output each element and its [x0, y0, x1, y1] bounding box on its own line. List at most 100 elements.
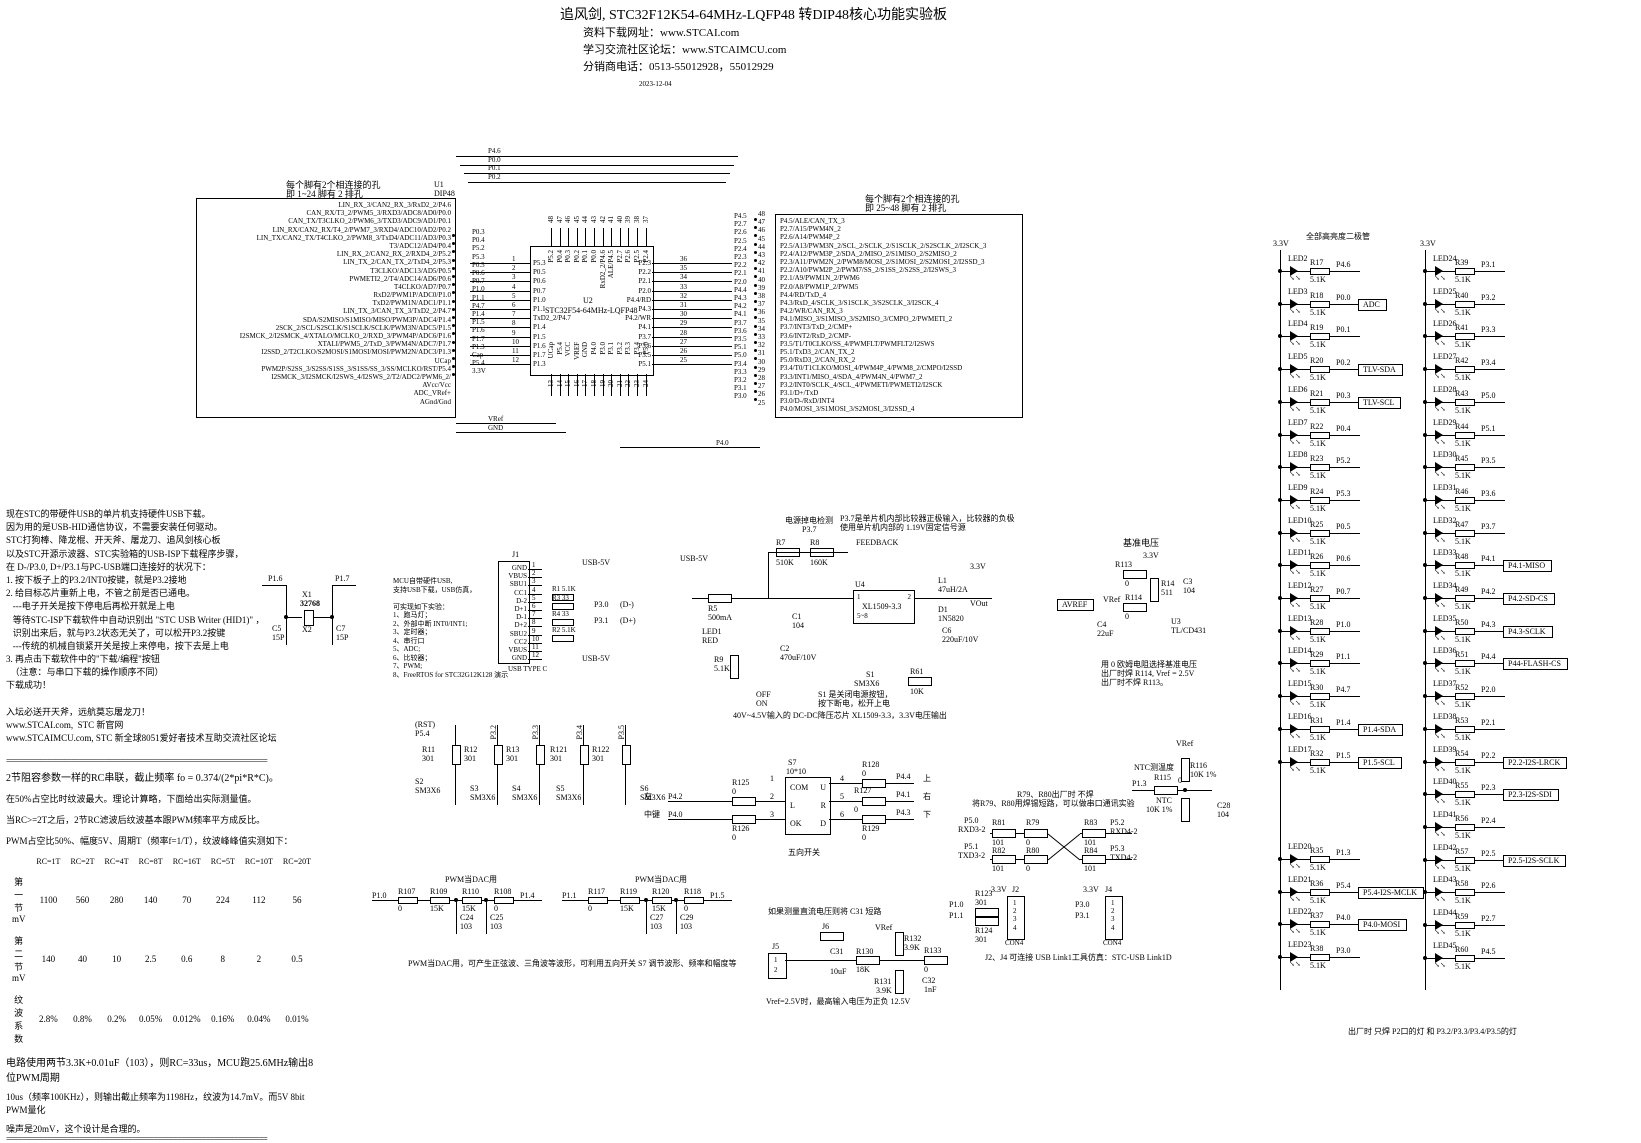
button-type[interactable]: SM3X6 [556, 793, 582, 802]
junction-dot [754, 291, 757, 295]
led-emission-icon: ↘↘ [1434, 797, 1446, 806]
led-emission-icon: ↘↘ [1289, 862, 1301, 870]
button-type[interactable]: SM3X6 [470, 793, 496, 802]
net-wire [460, 164, 734, 166]
net-label: P2.0 [734, 277, 747, 286]
net-label: P0.6 [472, 269, 485, 277]
button-resistor-value: 301 [464, 754, 476, 763]
led-icon [1290, 919, 1298, 930]
u2-pin-label: P2.3 [638, 259, 651, 267]
resistor [1310, 627, 1330, 635]
resistor-value: 5.1K [1310, 569, 1326, 579]
u1-pin-label: P3.2/INT0/SCLK_4/SCL_4/PWMETI/PWMETI2/I2… [780, 380, 943, 389]
led-icon [1435, 625, 1443, 636]
pin-r: R [820, 801, 826, 810]
junction-dot [452, 357, 455, 360]
button-type[interactable]: SM3X6 [415, 786, 441, 795]
net-tag: P44-FLASH-CS [1503, 658, 1568, 671]
led-emission-icon: ↘↘ [1289, 927, 1301, 936]
five-way-switch[interactable]: COM L OK U R D [785, 777, 831, 835]
dac-resistor-value: 15K [430, 904, 444, 913]
resistor [1310, 725, 1330, 733]
instruction-line: 因为用的是USB-HID通信协议，不需要安装任何驱动。 [6, 522, 223, 533]
r14-ref: R14 [1161, 579, 1175, 588]
led-icon [1290, 266, 1298, 276]
u1-pin-label: CAN_RX/T3_2/PWM5_3/RXD3/ADC8/AD0/P0.0 [306, 209, 451, 218]
led-icon [1435, 364, 1443, 375]
net-label: P1.3 [1336, 848, 1351, 857]
r2-resistor [552, 635, 574, 642]
dac-resistor-ref: R117 [588, 887, 606, 896]
led-emission-icon: ↘↘ [1434, 633, 1446, 642]
u1-pin-label: P2.4/A12/PWM3P_2/SDA_2/MISO_2/S1MISO_2/S… [780, 249, 957, 258]
usb-c-pin-label: VBUS [508, 645, 527, 654]
u2-top-pin-number: 40 [615, 216, 624, 223]
led-icon [1435, 658, 1443, 669]
r8-ref: R8 [810, 538, 820, 547]
table-cell: 2.5 [145, 953, 157, 964]
r126-value: 0 [732, 833, 736, 842]
u1-pin-label: P3.0/D-/RxD/INT4 [780, 397, 835, 406]
net-label: GND [488, 424, 504, 432]
resistor [1310, 529, 1330, 537]
d1-value: 1N5820 [938, 614, 964, 623]
u2-left-pin-number: 1 [512, 255, 516, 263]
u2-right-pin-number: 36 [680, 255, 687, 263]
button-resistor-ref: R12 [464, 745, 478, 754]
net-tag: P4.3-SCLK [1503, 625, 1553, 638]
u2-top-pin-number: 42 [598, 216, 607, 223]
pin-wire [568, 374, 570, 396]
button-type[interactable]: SM3X6 [512, 793, 538, 802]
u1-pin-label: LIN_TX_3/CAN_TX_3/TxD2_2/P4.7 [343, 307, 451, 316]
uart-crossover-circuit: R79、R80出厂时 不焊 将R79、R80用焊锡短路，可以做串口通讯实验 P5… [900, 755, 1140, 873]
led-emission-icon: ↘↘ [1289, 568, 1301, 577]
usb5v-label: USB-5V [680, 554, 709, 563]
uart-note-1: R79、R80出厂时 不焊 [1017, 790, 1094, 799]
u2-bottom-pin-label: P3.3 [624, 342, 633, 355]
resistor-value: 5.1K [1455, 798, 1471, 808]
pin-com: COM [790, 783, 809, 792]
r3-label: R3 33 [552, 594, 569, 602]
j6-jumper[interactable] [820, 932, 844, 941]
led-ref: LED20 [1288, 842, 1312, 851]
u2-right-pin-number: 34 [680, 273, 687, 282]
junction-dot [452, 373, 455, 377]
c1-ref: C1 [792, 612, 802, 621]
r129-resistor [862, 815, 886, 824]
r127-ref: R127 [854, 786, 872, 795]
pin-wire [611, 374, 613, 396]
led-icon [1290, 952, 1298, 963]
resistor [1455, 431, 1475, 439]
u1-pin-number: 30 [758, 357, 765, 366]
vref-circuit: 基准电压 3.3V R113 0 R14 511 C3 104 AVREF VR… [1045, 535, 1255, 715]
p41-label: P4.1 [896, 790, 911, 799]
pin-wire [470, 364, 530, 366]
junction-dot [754, 300, 757, 303]
j5-connector[interactable]: 1 2 [768, 953, 787, 979]
table-header-cell: RC=10T [244, 857, 273, 866]
led-ref: LED39 [1433, 744, 1457, 754]
button-type[interactable]: SM3X6 [640, 793, 666, 802]
dac-output: P1.5 [710, 891, 725, 900]
net-label: P5.2 [1336, 456, 1351, 466]
led-emission-icon: ↘↘ [1289, 372, 1301, 381]
led-ref: LED35 [1433, 613, 1457, 623]
resistor [1455, 300, 1475, 308]
dac-resistor-value: 15K [620, 904, 634, 913]
junction-dot [754, 373, 757, 377]
junction-dot [452, 316, 455, 319]
r83-value: 101 [1084, 838, 1096, 847]
pin-wire [585, 374, 587, 396]
j5-pin1: 1 [774, 956, 778, 964]
usb-download-instructions: 现在STC的带硬件USB的单片机支持硬件USB下载。因为用的是USB-HID通信… [6, 508, 277, 745]
